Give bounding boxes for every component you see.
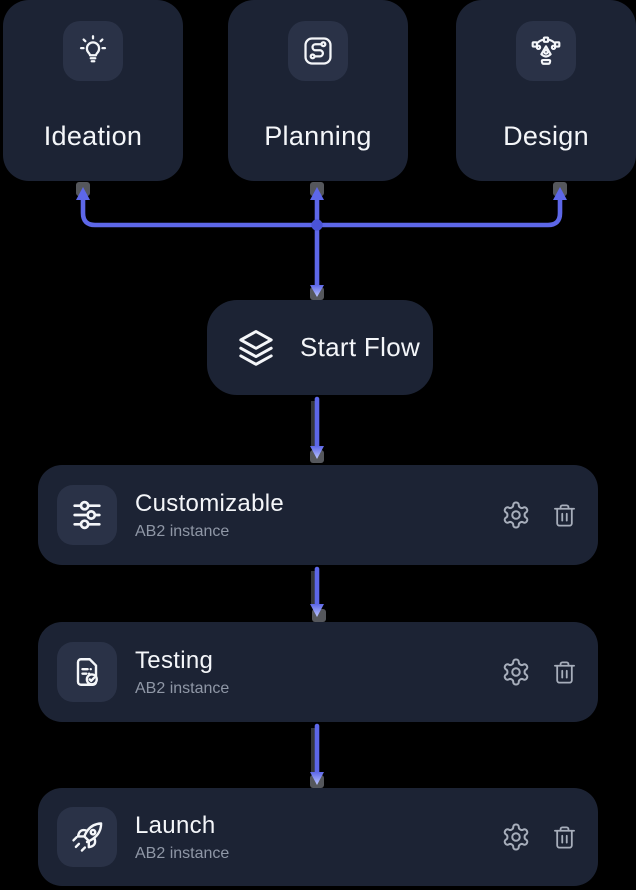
trash-icon	[554, 660, 575, 684]
settings-button[interactable]	[501, 822, 531, 852]
node-ideation[interactable]: Ideation	[3, 0, 183, 181]
connector-up-arrowheads	[76, 187, 567, 200]
connector-junction-dot	[311, 219, 323, 231]
settings-button[interactable]	[501, 657, 531, 687]
node-planning[interactable]: Planning	[228, 0, 408, 181]
trash-icon	[554, 503, 575, 527]
node-subtitle: AB2 instance	[135, 844, 230, 862]
layers-icon	[234, 326, 278, 370]
node-testing[interactable]: Testing AB2 instance	[38, 622, 598, 722]
rocket-icon	[57, 807, 117, 867]
start-flow-label: Start Flow	[300, 332, 421, 362]
delete-button[interactable]	[551, 659, 578, 686]
pen-tool-icon	[516, 21, 576, 81]
gear-icon	[503, 501, 529, 529]
gear-icon	[503, 823, 529, 851]
node-actions	[501, 500, 578, 530]
route-icon	[288, 21, 348, 81]
node-text: Customizable AB2 instance	[135, 490, 284, 541]
delete-button[interactable]	[551, 824, 578, 851]
settings-button[interactable]	[501, 500, 531, 530]
node-actions	[501, 657, 578, 687]
node-text: Launch AB2 instance	[135, 812, 229, 863]
node-label: Planning	[264, 121, 372, 151]
node-customizable[interactable]: Customizable AB2 instance	[38, 465, 598, 565]
sliders-icon	[57, 485, 117, 545]
gear-icon	[503, 658, 529, 686]
node-label: Design	[503, 121, 589, 151]
node-subtitle: AB2 instance	[135, 679, 230, 697]
node-launch[interactable]: Launch AB2 instance	[38, 788, 598, 886]
document-check-icon	[57, 642, 117, 702]
node-title: Customizable	[135, 489, 284, 517]
node-start-flow[interactable]: Start Flow	[207, 300, 433, 395]
node-actions	[501, 822, 578, 852]
trash-icon	[554, 825, 575, 849]
delete-button[interactable]	[551, 502, 578, 529]
lightbulb-icon	[63, 21, 123, 81]
node-title: Testing	[135, 646, 214, 674]
node-subtitle: AB2 instance	[135, 522, 230, 540]
node-text: Testing AB2 instance	[135, 647, 229, 698]
node-title: Launch	[135, 811, 216, 839]
node-design[interactable]: Design	[456, 0, 636, 181]
node-label: Ideation	[43, 121, 143, 151]
